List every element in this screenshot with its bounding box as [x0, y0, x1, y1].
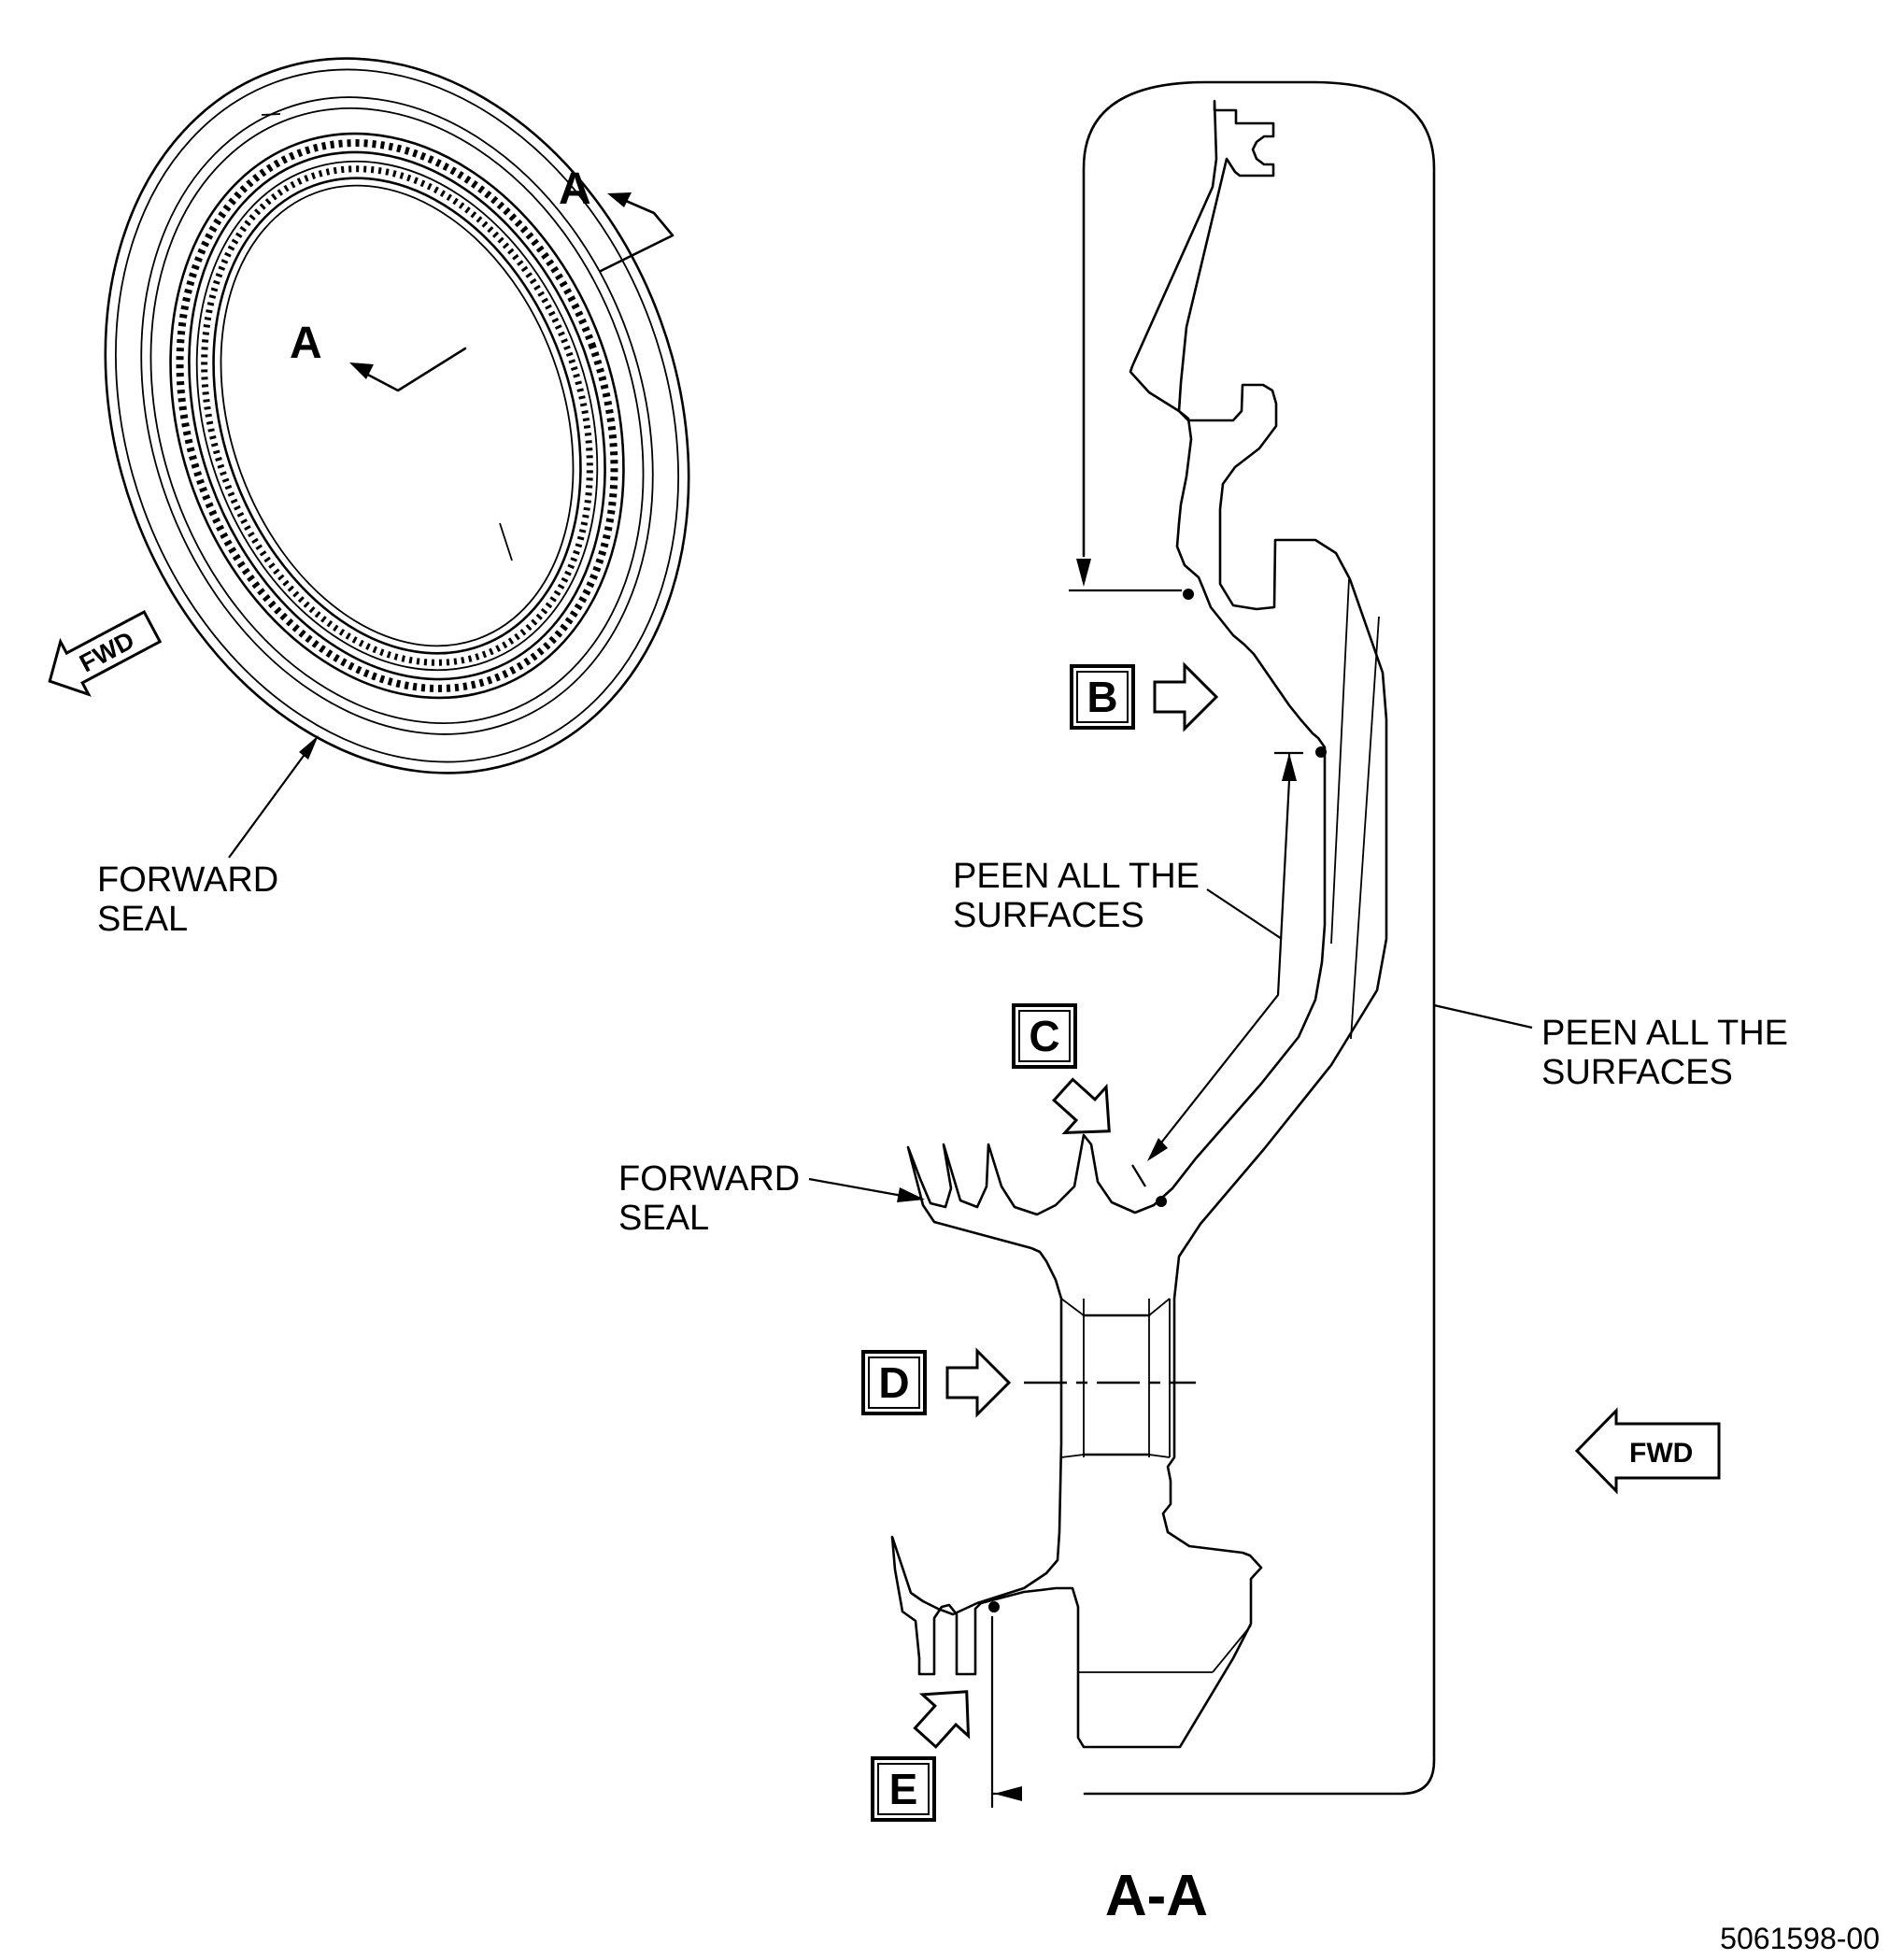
callout-c: C — [1012, 1003, 1111, 1135]
forward-seal-label-left-line1: FORWARD — [97, 860, 278, 900]
peen-label-outer-line2: SURFACES — [1541, 1053, 1733, 1092]
peen-label-inner-line1: PEEN ALL THE — [953, 857, 1200, 896]
ring-outer-edge — [104, 57, 690, 774]
callout-letter-b: B — [1087, 673, 1117, 721]
callout-d: D — [861, 1347, 1012, 1418]
disk-section-profile — [890, 99, 1388, 1749]
peen-label-outer-line1: PEEN ALL THE — [1541, 1014, 1788, 1053]
isometric-ring-view: A A FWD FORWARD SEAL — [48, 57, 690, 939]
ring-bore-edge — [212, 177, 582, 655]
view-arrow-c — [1052, 1077, 1111, 1135]
section-title: A-A — [1105, 1864, 1208, 1928]
section-marker-upper: A — [559, 164, 675, 273]
forward-seal-label-left-line2: SEAL — [97, 900, 188, 939]
fwd-arrow-right: FWD — [1574, 1407, 1721, 1495]
peen-envelope-outline — [1082, 80, 1436, 1796]
view-arrow-d — [945, 1347, 1012, 1418]
view-arrow-b — [1153, 661, 1219, 732]
callout-letter-e: E — [889, 1765, 918, 1813]
view-arrow-e — [913, 1690, 971, 1749]
section-a-a-view: PEEN ALL THE SURFACES PEEN ALL THE SURFA… — [618, 80, 1788, 1928]
section-marker-lower: A — [290, 319, 467, 392]
forward-seal-label-line1: FORWARD — [618, 1159, 800, 1199]
section-letter-a-lower: A — [290, 319, 322, 368]
peen-label-inner-line2: SURFACES — [953, 896, 1144, 935]
callout-e: E — [871, 1690, 971, 1822]
callout-letter-d: D — [878, 1358, 909, 1407]
callout-b: B — [1070, 661, 1219, 732]
forward-seal-label-line2: SEAL — [618, 1199, 709, 1238]
fwd-arrow-left: FWD — [48, 609, 163, 697]
callout-letter-c: C — [1029, 1012, 1059, 1060]
seal-teeth-ring — [176, 139, 618, 692]
section-letter-a-upper: A — [559, 164, 591, 214]
fwd-label-right: FWD — [1629, 1438, 1693, 1469]
figure-number: 5061598-00 — [1720, 1922, 1880, 1955]
